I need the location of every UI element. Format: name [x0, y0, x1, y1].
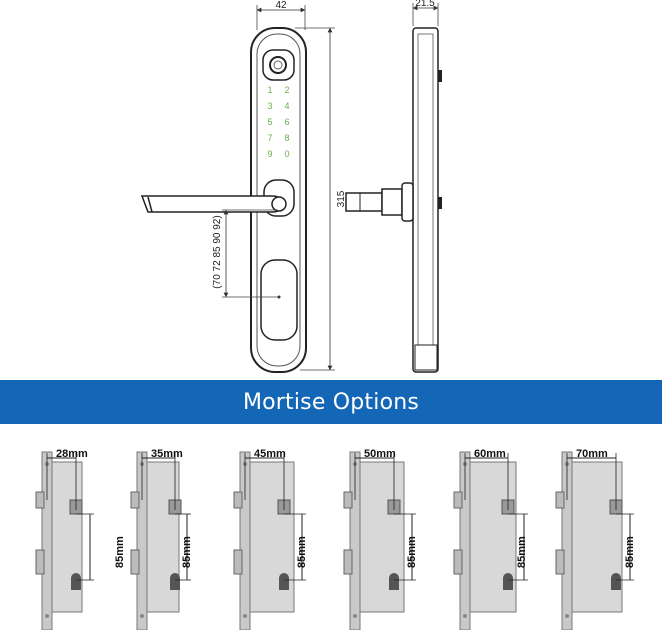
svg-text:5: 5	[267, 117, 272, 127]
backset-options-label: (70 72 85 90 92)	[212, 215, 223, 288]
svg-text:9: 9	[267, 149, 272, 159]
mortise-option: 35mm 85mm	[125, 440, 235, 630]
key-cylinder-cover	[260, 259, 298, 341]
depth-dimension: 21.5	[412, 0, 439, 26]
front-view: 1 2 3 4 5 6 7 8 9 0	[140, 27, 307, 373]
height-dimension: 315	[295, 27, 347, 371]
mortise-width-label: 28mm	[56, 448, 88, 460]
svg-text:0: 0	[284, 149, 289, 159]
mortise-lock-drawing	[130, 451, 191, 630]
mortise-height-label: 85mm	[181, 536, 193, 568]
height-dimension-label: 315	[336, 190, 347, 207]
mortise-option: 60mm 85mm	[448, 440, 558, 630]
mortise-option: 50mm 85mm	[338, 440, 448, 630]
mortise-option: 45mm 85mm	[228, 440, 338, 630]
mortise-option: 70mm 85mm	[552, 440, 662, 630]
fingerprint-sensor	[262, 49, 295, 81]
mortise-lock-drawing	[343, 451, 416, 630]
technical-drawing: 42 315 1 2 3 4 5 6 7	[140, 0, 442, 373]
side-view	[345, 27, 442, 373]
mortise-width-label: 35mm	[151, 448, 183, 460]
mortise-height-label: 85mm	[406, 536, 418, 568]
svg-text:2: 2	[284, 85, 289, 95]
width-dimension-label: 42	[275, 0, 287, 11]
mortise-option: 28mm 85mm	[22, 440, 132, 630]
keypad: 1 2 3 4 5 6 7 8 9 0	[267, 85, 289, 159]
svg-text:1: 1	[267, 85, 272, 95]
mortise-height-label: 85mm	[296, 536, 308, 568]
side-lever	[345, 182, 414, 222]
mortise-lock-drawing	[35, 451, 94, 630]
svg-text:4: 4	[284, 101, 289, 111]
mortise-options-banner: Mortise Options	[0, 380, 662, 424]
backset-dimension: (70 72 85 90 92)	[212, 209, 278, 298]
svg-text:3: 3	[267, 101, 272, 111]
mortise-width-label: 60mm	[474, 448, 506, 460]
mortise-height-label: 85mm	[516, 536, 528, 568]
mortise-width-label: 50mm	[364, 448, 396, 460]
mortise-options-row: 28mm 85mm 35mm 85mm 45mm 85mm 50mm 85mm …	[0, 440, 662, 630]
width-dimension: 42	[256, 0, 306, 30]
banner-title: Mortise Options	[242, 389, 420, 415]
mortise-lock-drawing	[555, 451, 634, 630]
mortise-lock-drawing	[453, 451, 528, 630]
svg-text:8: 8	[284, 133, 289, 143]
mortise-width-label: 45mm	[254, 448, 286, 460]
svg-text:6: 6	[284, 117, 289, 127]
lock-drawing-svg: 42 315 1 2 3 4 5 6 7	[140, 0, 442, 373]
svg-text:7: 7	[267, 133, 272, 143]
mortise-lock-drawing	[233, 451, 306, 630]
lever-handle	[140, 179, 295, 217]
depth-dimension-label: 21.5	[415, 0, 435, 9]
mortise-height-label: 85mm	[624, 536, 636, 568]
mortise-width-label: 70mm	[576, 448, 608, 460]
